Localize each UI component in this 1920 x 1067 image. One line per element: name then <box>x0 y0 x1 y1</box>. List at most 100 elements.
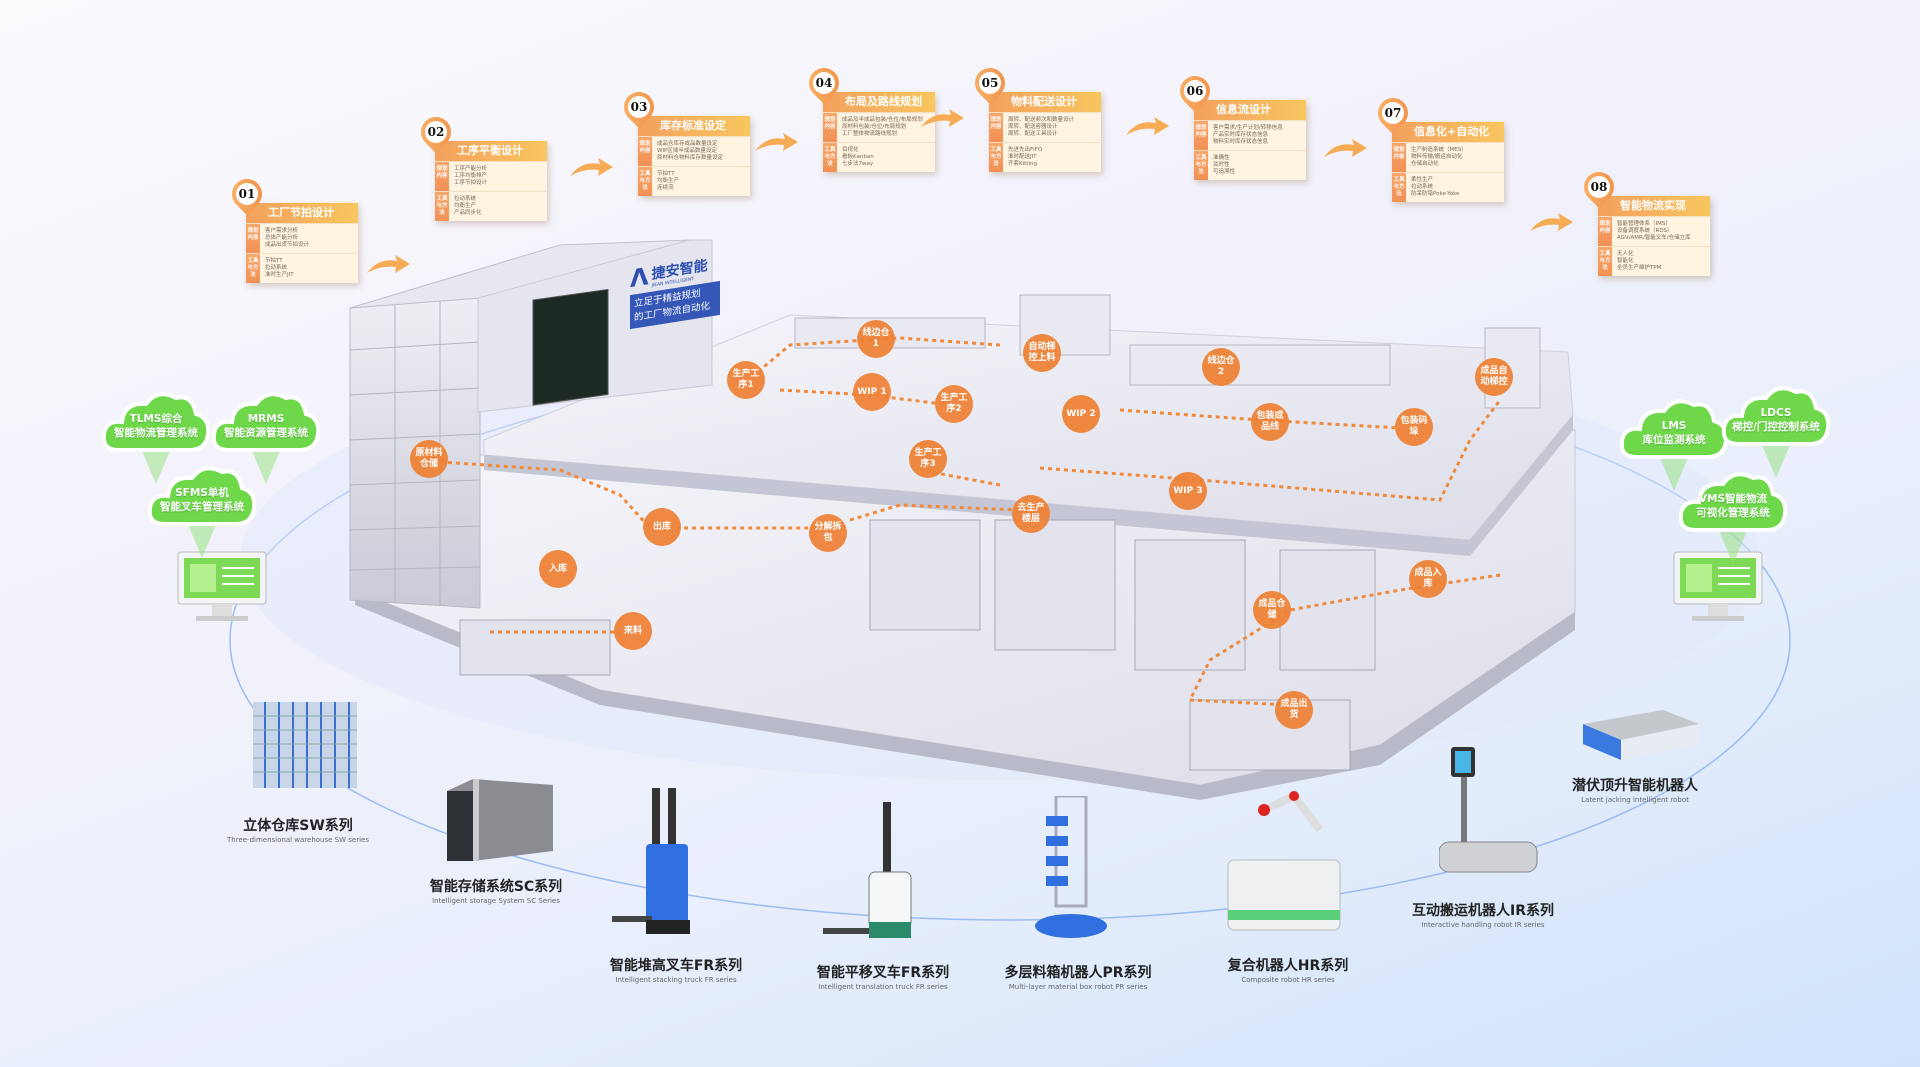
step-tools-item: 准时配送JIT <box>1008 154 1037 160</box>
product-image <box>443 771 557 867</box>
step-tools-label: 工具与方法 <box>1392 173 1406 202</box>
flow-node-text: 线边仓2 <box>1207 356 1235 377</box>
cloud-line1: LDCS <box>1760 407 1792 419</box>
flow-node-label: 生产工序3 <box>909 440 947 478</box>
step-card-06: 信息流设计规划内容客户需求/生产计划/转移信息产品实时库存状态信息物料实时库存状… <box>1194 100 1306 180</box>
product-image <box>823 802 930 954</box>
step-tools-item: 柔性生产 <box>1411 177 1434 183</box>
step-tools-item: 无人化 <box>1617 251 1634 257</box>
step-plan-item: 原材料包装/仓位/布局规划 <box>842 124 907 130</box>
step-plan-item: 成品仓库存成品数量设定 <box>657 141 718 147</box>
flow-node-text: 出库 <box>652 521 671 532</box>
step-tools-item: 节拍TT <box>265 258 283 264</box>
step-tools-item: 七步法7way <box>842 161 874 167</box>
step-plan-item: 原材料仓物料库存数量设定 <box>657 155 724 161</box>
step-title: 智能物流实现 <box>1598 196 1710 216</box>
flow-node-label: 成品仓储 <box>1253 591 1291 629</box>
step-plan-list: 周转、配送频次和数量设计周转、配送容器设计周转、配送工具设计 <box>1003 113 1079 142</box>
step-plan-label: 规划内容 <box>1194 121 1208 150</box>
step-plan-row: 规划内容客户需求分析总体产能分析成品出货节拍设计 <box>246 223 358 253</box>
flow-node-text: 生产工序1 <box>732 369 760 390</box>
step-card-02: 工序平衡设计规划内容工序产能分析工序均衡排产工序节拍设计工具与方法拉动系统均衡生… <box>435 141 547 221</box>
step-number: 02 <box>425 121 447 143</box>
step-plan-item: 工序产能分析 <box>454 166 488 172</box>
step-plan-list: 成品及半成品包装/仓位/布局规划原材料包装/仓位/布局规划工厂整体物流路线规划 <box>837 113 928 142</box>
step-tools-item: 全员生产维护TPM <box>1617 265 1662 271</box>
product-label: 潜伏顶升智能机器人 Latent jacking intelligent robo… <box>1572 775 1698 804</box>
step-card-08: 智能物流实现规划内容智能管理体系（IMS）设备调度系统（RDS）AGV/AMR/… <box>1598 196 1710 276</box>
step-title: 库存标准设定 <box>638 116 750 136</box>
flow-node-label: 原材料仓储 <box>410 440 448 478</box>
step-plan-label: 规划内容 <box>989 113 1003 142</box>
step-plan-item: 工厂整体物流路线规划 <box>842 131 898 137</box>
step-tools-item: 可追溯性 <box>1213 169 1236 175</box>
step-arrow-icon <box>1124 115 1170 137</box>
step-plan-item: 设备调度系统（RDS） <box>1617 228 1673 234</box>
cloud-text: SFMS单机智能叉车管理系统 <box>146 464 258 528</box>
flow-node-text: 去生产楼层 <box>1017 503 1045 524</box>
step-tools-label: 工具与方法 <box>1598 247 1612 276</box>
step-arrow-icon <box>753 131 799 153</box>
flow-node-label: 出库 <box>643 508 681 546</box>
dashboard-screen <box>532 288 609 406</box>
step-tools-row: 工具与方法准确性及时性可追溯性 <box>1194 150 1306 180</box>
product-image <box>1573 704 1703 770</box>
step-plan-item: 工序均衡排产 <box>454 173 488 179</box>
cloud-line1: LMS <box>1661 420 1687 432</box>
product-name: 潜伏顶升智能机器人 <box>1572 778 1698 794</box>
step-tools-row: 工具与方法拉动系统均衡生产产品同步化 <box>435 191 547 221</box>
step-plan-item: 成品出货节拍设计 <box>265 242 310 248</box>
cloud-line2: 可视化管理系统 <box>1696 507 1770 519</box>
flow-node-text: 生产工序2 <box>940 393 968 414</box>
flow-node-label: 成品出货 <box>1275 691 1313 729</box>
flow-node-label: 成品入库 <box>1409 560 1447 598</box>
flow-node-label: 包装成品线 <box>1251 403 1289 441</box>
step-plan-row: 规划内容客户需求/生产计划/转移信息产品实时库存状态信息物料实时库存状态信息 <box>1194 120 1306 150</box>
step-plan-item: 客户需求分析 <box>265 228 299 234</box>
step-number: 06 <box>1184 80 1206 102</box>
product-name-en: Latent jacking intelligent robot <box>1581 796 1689 804</box>
step-plan-label: 规划内容 <box>823 113 837 142</box>
step-plan-item: 智能管理体系（IMS） <box>1617 221 1671 227</box>
step-title: 工序平衡设计 <box>435 141 547 161</box>
step-plan-label: 规划内容 <box>435 162 449 191</box>
step-tools-item: 防呆防错Poke-Yoke <box>1411 191 1460 197</box>
step-tools-item: 节拍TT <box>657 171 675 177</box>
step-tools-item: 先进先出FIFO <box>1008 147 1043 153</box>
step-plan-item: 周转、配送工具设计 <box>1008 131 1058 137</box>
step-plan-item: 产品实时库存状态信息 <box>1213 132 1269 138</box>
step-plan-label: 规划内容 <box>246 224 260 253</box>
step-tools-label: 工具与方法 <box>246 254 260 283</box>
cloud-text: TLMS综合智能物流管理系统 <box>100 390 212 454</box>
flow-node-text: 分解拆包 <box>814 522 842 543</box>
flow-node-label: 分解拆包 <box>809 514 847 552</box>
step-tools-item: 及时性 <box>1213 162 1230 168</box>
step-plan-row: 规划内容智能管理体系（IMS）设备调度系统（RDS）AGV/AMR/智能叉车/仓… <box>1598 216 1710 246</box>
flow-node-text: 来料 <box>623 625 642 636</box>
step-plan-row: 规划内容周转、配送频次和数量设计周转、配送容器设计周转、配送工具设计 <box>989 112 1101 142</box>
step-tools-item: 拉动系统 <box>454 196 477 202</box>
step-tools-list: 无人化智能化全员生产维护TPM <box>1612 247 1666 276</box>
step-card-07: 信息化+自动化规划内容生产制造系统（MES）物料传输/搬运自动化仓储自动化工具与… <box>1392 122 1504 202</box>
step-plan-item: 物料实时库存状态信息 <box>1213 139 1269 145</box>
step-plan-item: WIP区域半成品数量设定 <box>657 148 717 154</box>
step-plan-row: 规划内容工序产能分析工序均衡排产工序节拍设计 <box>435 161 547 191</box>
step-tools-label: 工具与方法 <box>823 143 837 172</box>
step-plan-label: 规划内容 <box>1392 143 1406 172</box>
product-name: 智能堆高叉车FR系列 <box>609 958 743 974</box>
step-plan-row: 规划内容成品及半成品包装/仓位/布局规划原材料包装/仓位/布局规划工厂整体物流路… <box>823 112 935 142</box>
flow-node-text: 入库 <box>548 563 567 574</box>
